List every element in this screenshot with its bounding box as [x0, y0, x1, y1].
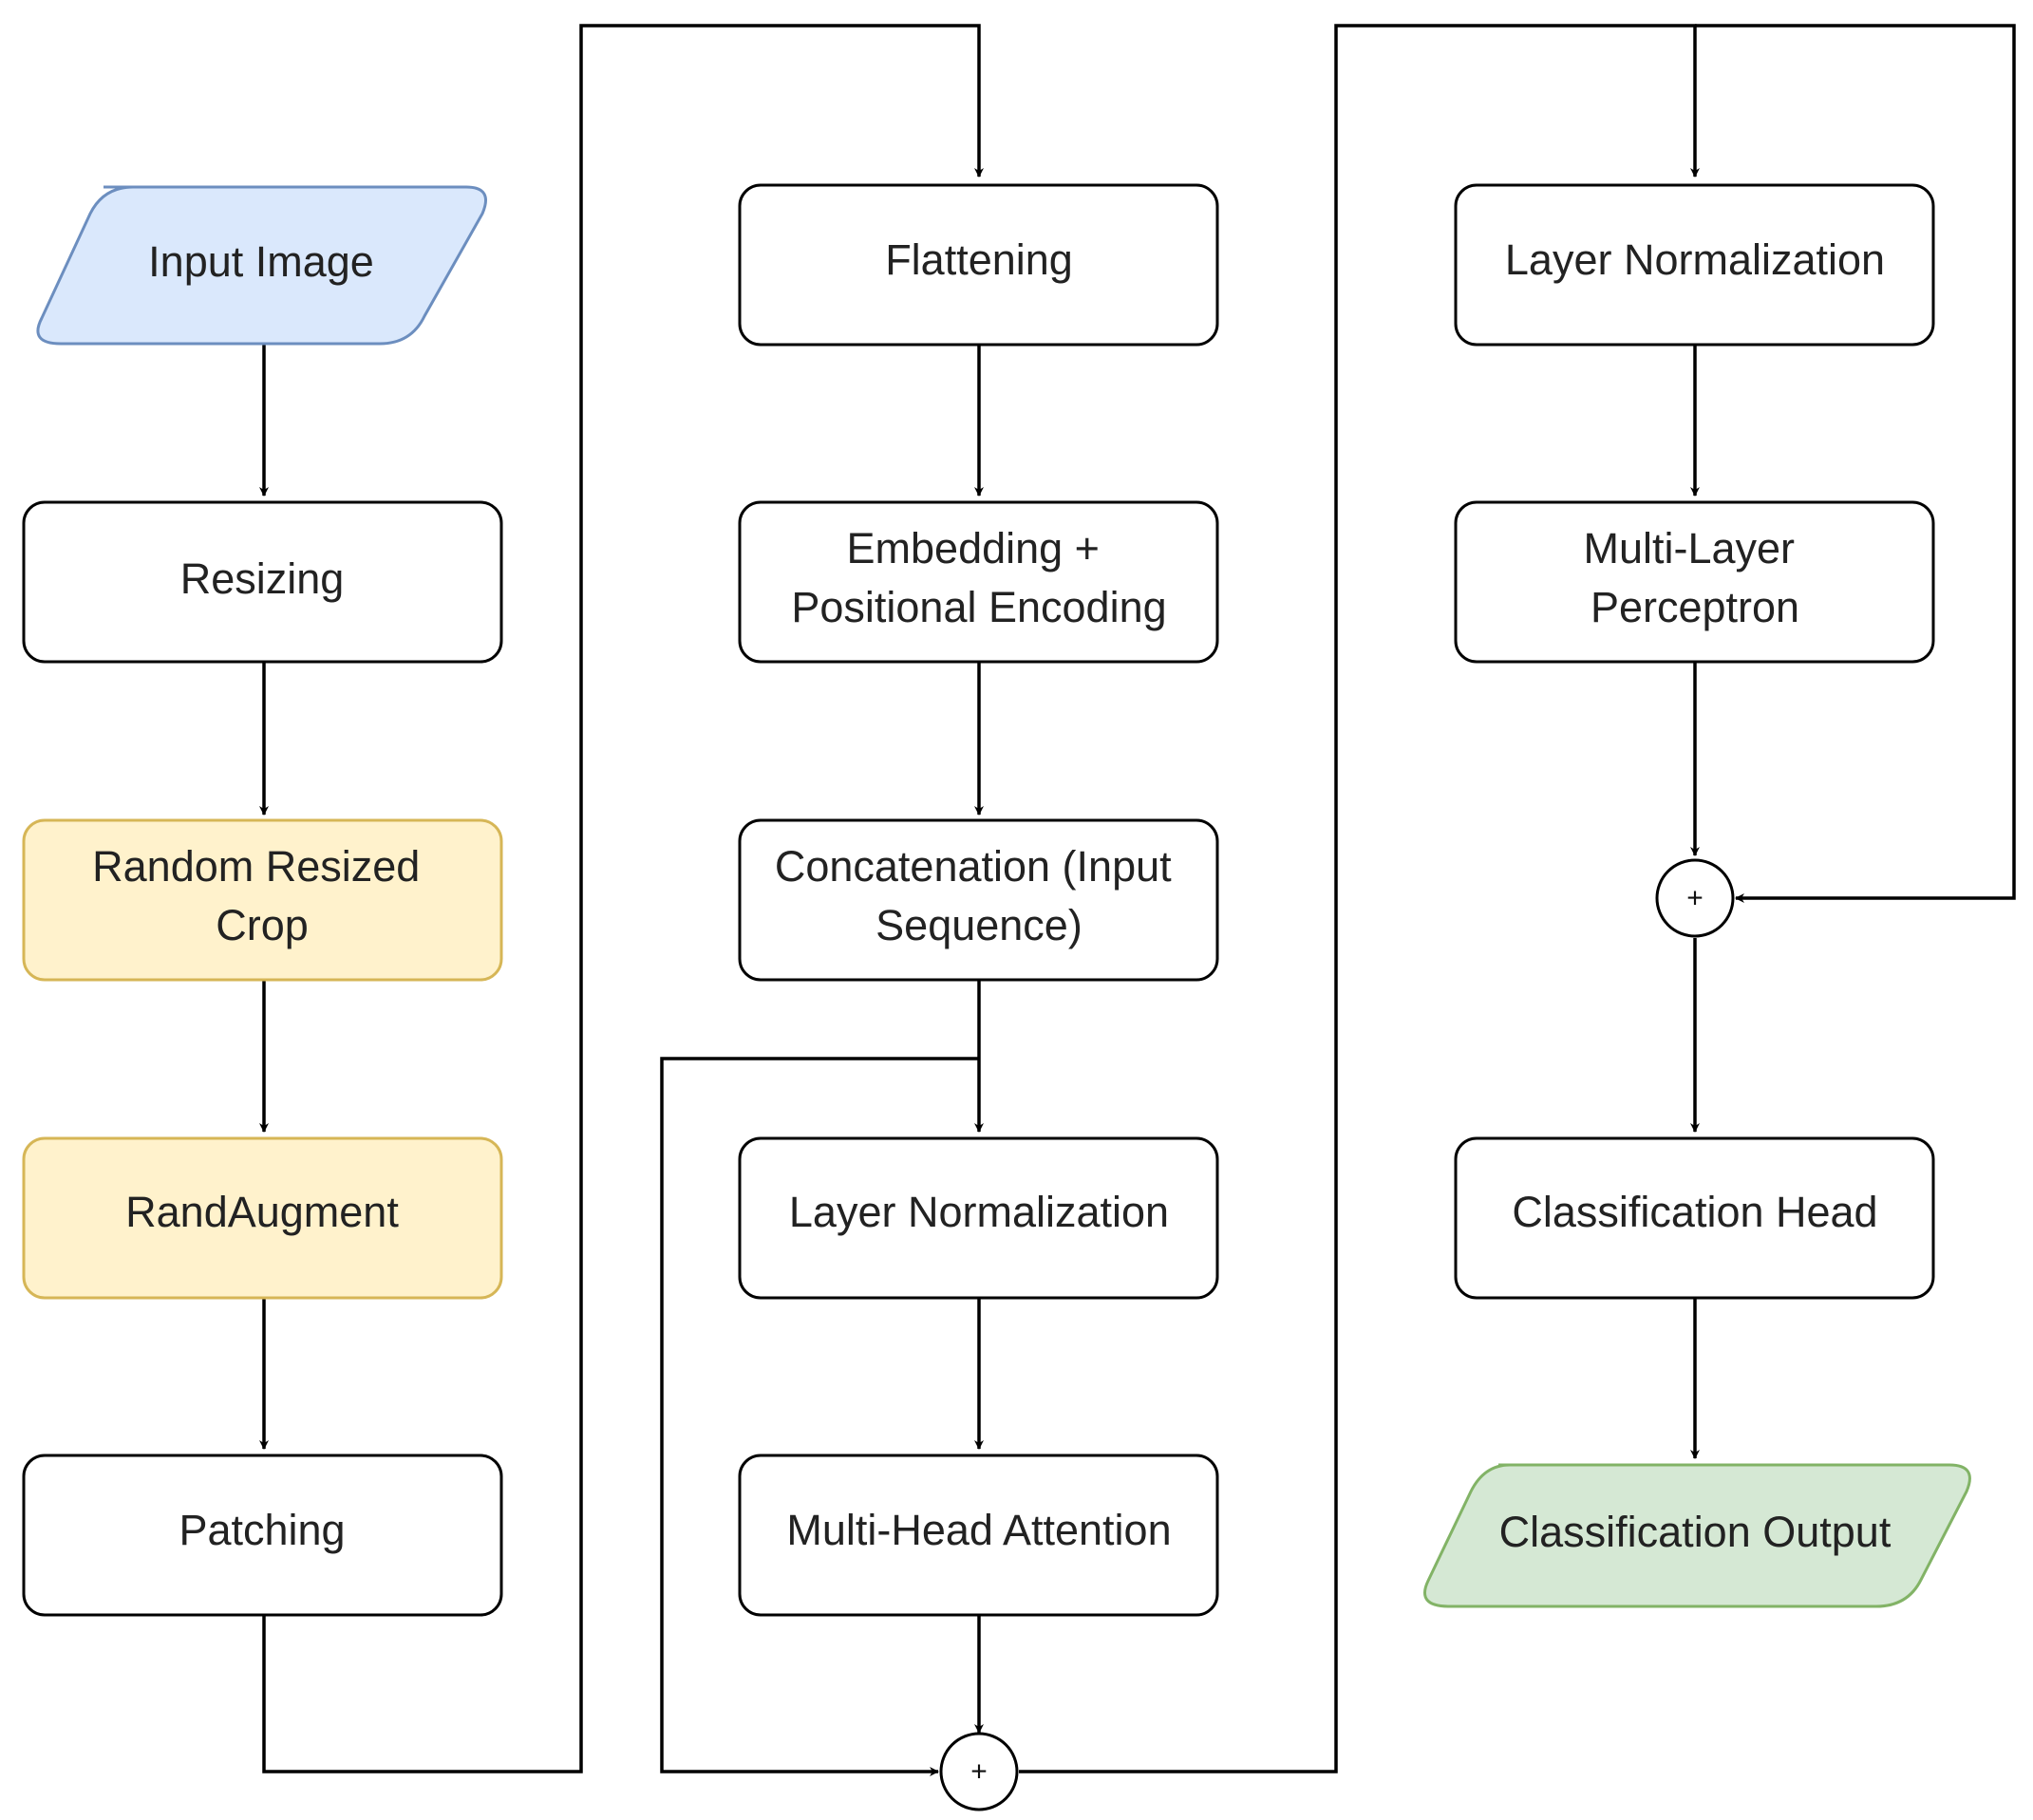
randaugment-node: RandAugment: [22, 1136, 503, 1300]
layer-normalization-2-label: Layer Normalization: [1505, 235, 1885, 284]
concatenation-box: [738, 818, 1219, 982]
mlp-box: [1454, 500, 1935, 664]
mlp-line-1: Multi-Layer: [1583, 524, 1795, 572]
input-image-node: Input Image: [36, 185, 487, 346]
add-node-2-symbol: +: [1686, 883, 1704, 914]
classification-output-node: Classification Output: [1423, 1463, 1971, 1608]
layer-normalization-1-node: Layer Normalization: [738, 1136, 1219, 1300]
layer-normalization-1-box: [738, 1136, 1219, 1300]
layer-normalization-2-node: Layer Normalization: [1454, 183, 1935, 347]
concatenation-node: Concatenation (Input Sequence): [738, 818, 1219, 982]
mlp-label: Multi-Layer Perceptron: [1583, 524, 1806, 631]
multi-head-attention-label: Multi-Head Attention: [786, 1506, 1171, 1554]
flattening-node: Flattening: [738, 183, 1219, 347]
flattening-box: [738, 183, 1219, 347]
embedding-box: [738, 500, 1219, 664]
patching-box: [22, 1454, 503, 1617]
concatenation-line-2: Sequence): [875, 901, 1082, 949]
multi-head-attention-box: [738, 1454, 1219, 1617]
resizing-label: Resizing: [180, 554, 345, 603]
random-resized-crop-label: Random Resized Crop: [92, 842, 432, 949]
resizing-node: Resizing: [22, 500, 503, 664]
add-node-2: +: [1655, 858, 1735, 938]
embedding-label: Embedding + Positional Encoding: [791, 524, 1166, 631]
layer-normalization-2-box: [1454, 183, 1935, 347]
embedding-line-1: Embedding +: [847, 524, 1100, 572]
residual-connection-2: [1695, 24, 2016, 903]
nodes: Input Image Resizing Random Resized Crop…: [22, 183, 1971, 1811]
residual-connection-1: [660, 1057, 979, 1776]
random-resized-crop-box: [22, 818, 503, 982]
embedding-node: Embedding + Positional Encoding: [738, 500, 1219, 664]
concatenation-label: Concatenation (Input Sequence): [775, 842, 1183, 949]
mlp-node: Multi-Layer Perceptron: [1454, 500, 1935, 664]
classification-head-box: [1454, 1136, 1935, 1300]
add-node-2-circle: [1655, 858, 1735, 938]
random-resized-crop-line-2: Crop: [216, 901, 309, 949]
add-node-1-symbol: +: [970, 1756, 988, 1788]
random-resized-crop-node: Random Resized Crop: [22, 818, 503, 982]
random-resized-crop-line-1: Random Resized: [92, 842, 420, 891]
flattening-label: Flattening: [885, 235, 1073, 284]
randaugment-label: RandAugment: [125, 1188, 399, 1236]
classification-head-node: Classification Head: [1454, 1136, 1935, 1300]
patching-label: Patching: [179, 1506, 345, 1554]
resizing-box: [22, 500, 503, 664]
embedding-line-2: Positional Encoding: [791, 583, 1166, 631]
add-node-1-circle: [939, 1732, 1019, 1811]
mlp-line-2: Perceptron: [1591, 583, 1799, 631]
input-image-shape: [36, 185, 487, 346]
arrow-patching-to-flattening: [262, 24, 984, 1773]
classification-output-shape: [1423, 1463, 1971, 1608]
classification-output-label: Classification Output: [1499, 1508, 1892, 1556]
patching-node: Patching: [22, 1454, 503, 1617]
add-node-1: +: [939, 1732, 1019, 1811]
concatenation-line-1: Concatenation (Input: [775, 842, 1172, 891]
layer-normalization-1-label: Layer Normalization: [789, 1188, 1169, 1236]
input-image-label: Input Image: [148, 237, 374, 286]
classification-head-label: Classification Head: [1512, 1188, 1877, 1236]
randaugment-box: [22, 1136, 503, 1300]
connectors: [259, 24, 2016, 1776]
arrow-add-to-layernorm-2: [1019, 24, 1700, 1773]
multi-head-attention-node: Multi-Head Attention: [738, 1454, 1219, 1617]
